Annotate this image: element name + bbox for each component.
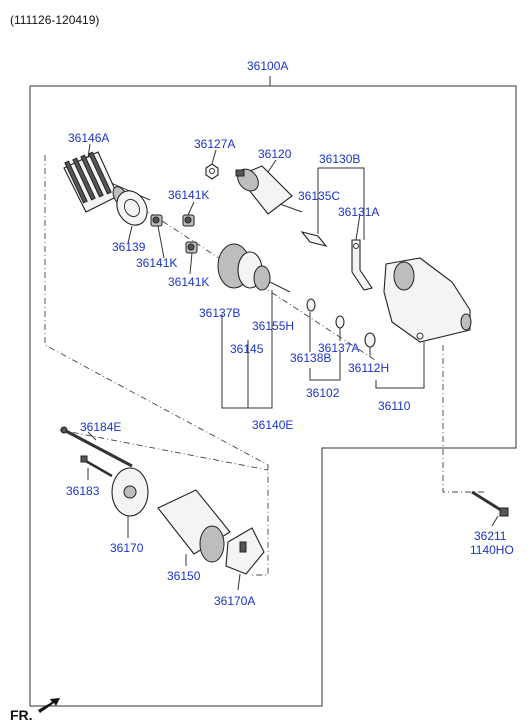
label-36170A[interactable]: 36170A	[214, 594, 255, 608]
brush-holder-part[interactable]	[225, 527, 265, 575]
yoke-part[interactable]	[157, 489, 231, 563]
armature-part[interactable]	[63, 151, 151, 213]
brush-plate-part[interactable]	[111, 185, 153, 230]
label-36102[interactable]: 36102	[306, 386, 340, 400]
fr-label: FR.	[10, 707, 33, 723]
pinion-part[interactable]	[217, 243, 291, 293]
label-36112H[interactable]: 36112H	[348, 361, 389, 375]
label-1140HO[interactable]: 1140HO	[470, 543, 514, 557]
part-labels: 36146A 36127A 36120 36130B 36135C 36131A…	[66, 131, 514, 608]
label-36140E[interactable]: 36140E	[252, 418, 293, 432]
label-36145[interactable]: 36145	[230, 342, 264, 356]
label-36211[interactable]: 36211	[474, 529, 507, 543]
label-36100A[interactable]: 36100A	[247, 59, 288, 73]
label-36150[interactable]: 36150	[167, 569, 201, 583]
front-housing-part[interactable]	[383, 257, 472, 343]
end-cover-part[interactable]	[111, 467, 149, 517]
label-36110[interactable]: 36110	[378, 399, 411, 413]
label-36138B[interactable]: 36138B	[290, 351, 331, 365]
leader-lines	[87, 143, 499, 591]
label-36155H[interactable]: 36155H	[252, 319, 294, 333]
screw-part[interactable]	[80, 455, 113, 478]
brush-36141K-parts[interactable]	[150, 214, 198, 254]
assembly-frame	[29, 76, 517, 707]
bolt-36211-part[interactable]	[471, 490, 509, 517]
pin-part[interactable]	[300, 231, 328, 247]
ring-parts[interactable]	[306, 298, 376, 348]
label-36139[interactable]: 36139	[112, 240, 146, 254]
label-36146A[interactable]: 36146A	[68, 131, 109, 145]
solenoid-part[interactable]	[233, 165, 303, 215]
front-arrow-icon	[38, 698, 60, 713]
label-36135C[interactable]: 36135C	[298, 189, 340, 203]
through-bolt-part[interactable]	[60, 426, 133, 468]
front-direction-indicator: FR.	[10, 698, 60, 723]
label-36130B[interactable]: 36130B	[319, 152, 360, 166]
label-36120[interactable]: 36120	[258, 147, 292, 161]
alignment-lines	[44, 155, 484, 576]
label-36137A[interactable]: 36137A	[318, 341, 359, 355]
lever-part[interactable]	[351, 239, 373, 291]
label-36127A[interactable]: 36127A	[194, 137, 235, 151]
label-36141K-a[interactable]: 36141K	[168, 188, 209, 202]
label-36141K-c[interactable]: 36141K	[168, 275, 209, 289]
label-36183[interactable]: 36183	[66, 484, 100, 498]
label-36184E[interactable]: 36184E	[80, 420, 121, 434]
catalog-range-code: (111126-120419)	[10, 13, 99, 27]
label-36131A[interactable]: 36131A	[338, 205, 379, 219]
label-36137B[interactable]: 36137B	[199, 306, 240, 320]
label-36170[interactable]: 36170	[110, 541, 144, 555]
label-36141K-b[interactable]: 36141K	[136, 256, 177, 270]
nut-part[interactable]	[205, 163, 219, 180]
